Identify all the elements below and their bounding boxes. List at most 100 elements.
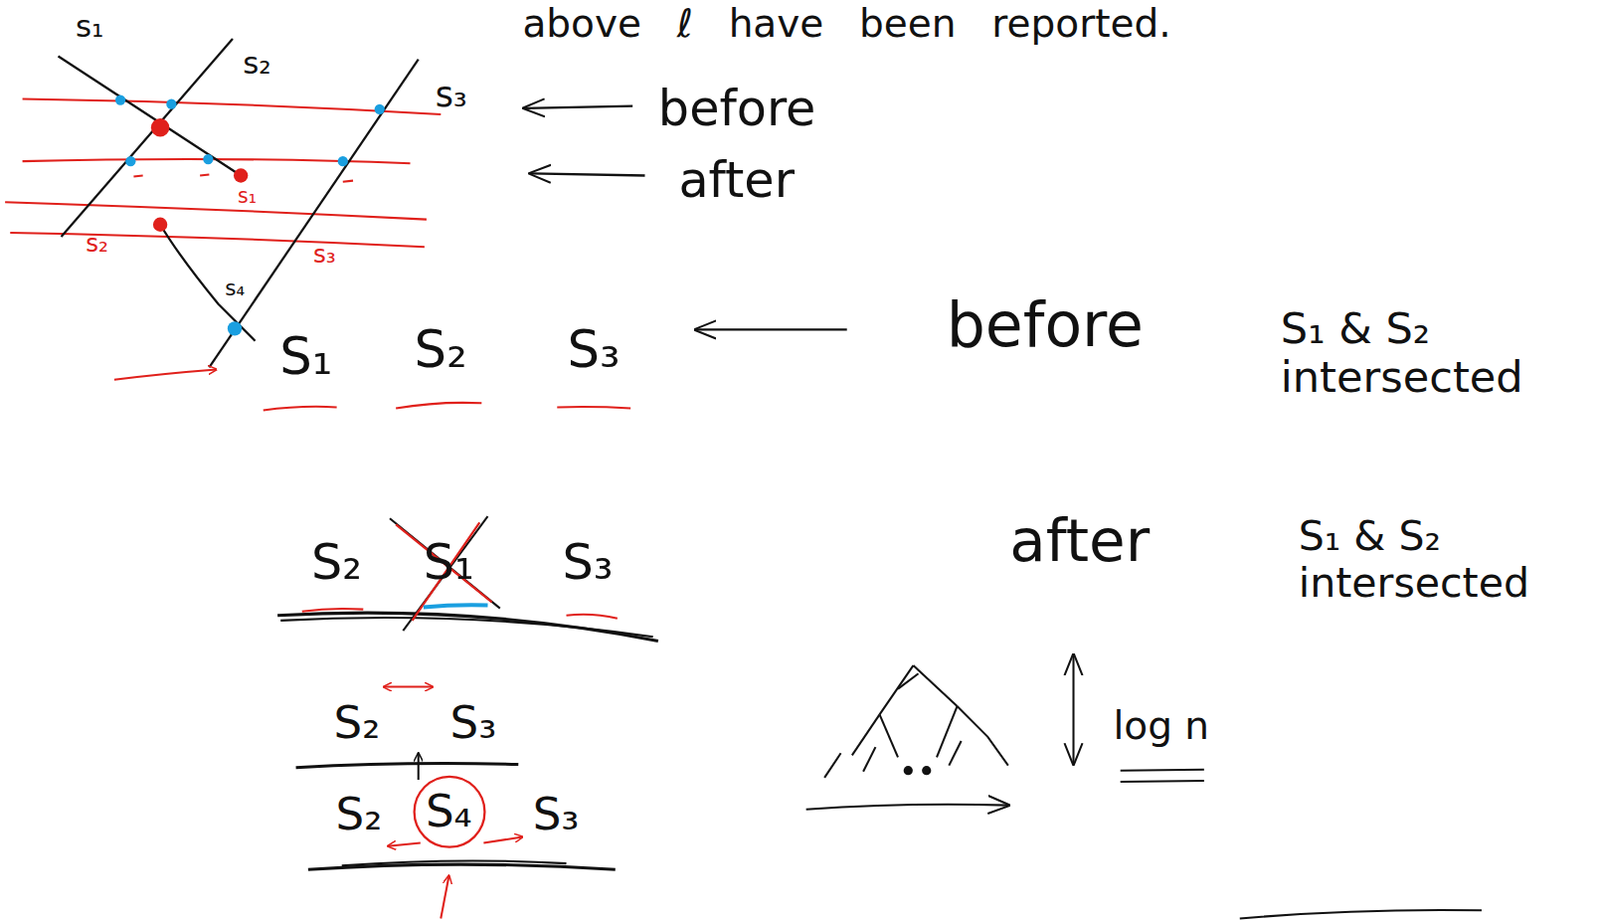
- sweep-position-label: after: [678, 151, 795, 208]
- sketch-stroke: [936, 706, 958, 757]
- sketch-stroke: [280, 617, 654, 637]
- sketch-stroke: [897, 673, 919, 689]
- sketch-stroke: [948, 740, 961, 766]
- sketch-stroke: [342, 860, 567, 866]
- sketch-stroke: [1120, 769, 1205, 771]
- sketch-stroke: [395, 524, 492, 602]
- sketch-stroke: [912, 665, 957, 707]
- sweep-line: [4, 201, 427, 219]
- sketch-stroke: [199, 174, 209, 176]
- underlines: [263, 402, 631, 411]
- status-item: S₂: [336, 788, 383, 841]
- sketch-stroke: [389, 518, 501, 608]
- segment-label: s₁: [237, 183, 257, 208]
- sketch-stroke: [151, 118, 170, 137]
- sweep-direction-arrow: [114, 368, 217, 379]
- status-insert: [308, 836, 616, 918]
- pointer-arrow: [696, 328, 848, 331]
- segment-label: s₄: [224, 275, 245, 301]
- status-item: S₂: [414, 321, 468, 380]
- sketch-stroke: [263, 406, 338, 411]
- sketch-stroke: [125, 156, 136, 167]
- sketch-stroke: [277, 612, 659, 641]
- status-item: S₃: [567, 321, 621, 380]
- intersection-dots: [115, 94, 385, 336]
- segment-label: s₂: [242, 45, 271, 81]
- sweep-position-label: before: [658, 80, 817, 138]
- sketch-stroke: [880, 713, 898, 757]
- sketch-stroke: [374, 104, 385, 115]
- sweep-line: [22, 99, 442, 115]
- stray-line: [1240, 909, 1482, 919]
- status-item: S₁: [279, 327, 333, 386]
- segment: [160, 224, 255, 342]
- status-item: S₃: [561, 533, 613, 590]
- status-item: S₃: [533, 788, 580, 841]
- sketch-stroke: [483, 836, 523, 843]
- sketch-stroke: [302, 608, 364, 612]
- sketch-stroke: [957, 706, 1009, 766]
- status-before-after: [277, 516, 659, 641]
- sketch-stroke: [383, 686, 433, 689]
- segment: [57, 55, 241, 176]
- sketch-stroke: [417, 752, 420, 780]
- sweep-line: [9, 232, 425, 247]
- sketch-stroke: [806, 804, 1009, 810]
- circled-status-item: S₄: [411, 773, 487, 849]
- sketch-stroke: [440, 875, 449, 918]
- segment-label: s₃: [435, 73, 468, 114]
- note-text: S₁ & S₂ intersected: [1298, 512, 1590, 606]
- sketch-stroke: [423, 604, 489, 607]
- segment: [208, 59, 418, 368]
- pointer-arrow: [524, 106, 633, 109]
- sketch-stroke: [233, 168, 248, 182]
- sketch-stroke: [343, 180, 354, 182]
- event-dots: [151, 118, 248, 232]
- status-swap: [296, 687, 520, 780]
- complexity-label: log n: [1113, 704, 1211, 749]
- segments: [57, 38, 418, 367]
- status-item: S₂: [311, 533, 362, 590]
- sketch-stroke: [556, 406, 631, 408]
- sketch-stroke: [115, 94, 126, 105]
- sketch-stroke: [1120, 780, 1205, 782]
- note-text: S₁ & S₂ intersected: [1280, 303, 1588, 402]
- sketch-stroke: [133, 175, 143, 177]
- node-text: S₄: [425, 785, 473, 838]
- circle-outline: [413, 775, 485, 847]
- pointer-arrow: [531, 173, 646, 176]
- status-item: S₂: [334, 696, 381, 748]
- sketch-stroke: [395, 402, 482, 409]
- status-item: S₁: [423, 533, 475, 590]
- balanced-tree: [806, 665, 1009, 810]
- sketch-stroke: [387, 843, 421, 847]
- height-arrow: [1071, 655, 1074, 764]
- segment-label: s₂: [85, 230, 109, 259]
- sketch-stroke: [880, 665, 914, 714]
- sketch-stroke: [402, 516, 488, 631]
- status-item: S₃: [450, 696, 498, 748]
- sketch-stroke: [153, 217, 168, 232]
- sketch-stroke: [227, 321, 242, 336]
- segment: [61, 38, 233, 237]
- sketch-stroke: [824, 752, 841, 778]
- heading-label: before: [946, 289, 1144, 360]
- sketch-stroke: [566, 614, 618, 619]
- segment-label: s₃: [313, 240, 337, 269]
- sketch-stroke: [166, 99, 177, 110]
- sketch-stroke: [202, 154, 213, 165]
- sketch-stroke: [338, 156, 349, 167]
- note-text: above ℓ have been reported.: [522, 1, 1171, 47]
- sketch-stroke: [863, 746, 876, 772]
- leaf-dots: [903, 765, 932, 775]
- segment-label: s₁: [75, 8, 104, 44]
- sketch-stroke: [921, 765, 931, 775]
- double-underline: [1120, 769, 1205, 782]
- sketch-stroke: [296, 763, 520, 768]
- sketch-stroke: [903, 765, 913, 775]
- heading-label: after: [1009, 506, 1150, 574]
